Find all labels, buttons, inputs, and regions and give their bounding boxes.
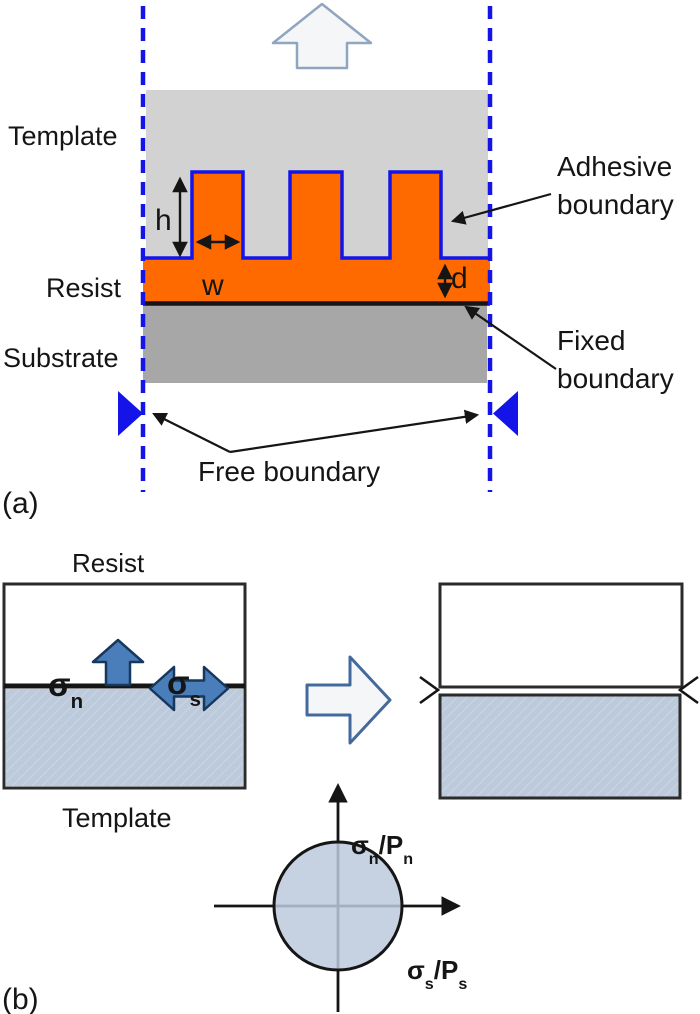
slash-p: /P — [433, 955, 459, 986]
normal-axis-label: σn/Pn — [351, 793, 413, 867]
sigma-s-label: σs — [167, 616, 201, 710]
sigma-n-subscript: n — [70, 689, 84, 713]
separated-resist-box — [438, 582, 684, 689]
separated-template-box — [438, 693, 682, 800]
d-dimension-label: d — [451, 262, 468, 295]
free-boundary-label: Free boundary — [198, 456, 381, 487]
b-template-label: Template — [62, 803, 172, 833]
adhesive-boundary-contour — [143, 170, 490, 260]
panel-b-diagram — [2, 582, 699, 1012]
panel-a-diagram — [118, 2, 557, 492]
substrate-block — [143, 305, 487, 383]
slash-p: /P — [378, 830, 404, 861]
sigma-symbol: σ — [351, 830, 369, 861]
w-dimension-label: w — [202, 269, 224, 302]
axis-s-subscript: s — [458, 974, 468, 993]
sigma-n-label: σn — [48, 618, 83, 712]
resist-label: Resist — [46, 273, 122, 303]
sigma-symbol: σ — [48, 665, 71, 703]
axis-s-subscript: s — [424, 974, 434, 993]
transition-right-arrow-icon — [305, 655, 392, 745]
fixed-boundary-leader-arrow — [464, 305, 557, 370]
free-boundary-right-leader-arrow — [229, 409, 480, 454]
right-constraint-triangle-icon — [493, 391, 518, 436]
failure-criterion-circle — [272, 840, 404, 972]
substrate-label: Substrate — [3, 343, 119, 373]
shear-stress-arrow-icon — [148, 665, 230, 712]
right-crack-tip-icon — [677, 675, 699, 705]
sigma-symbol: σ — [167, 663, 190, 701]
shear-axis-label: σs/Ps — [407, 918, 467, 992]
axis-n-subscript: n — [403, 849, 414, 868]
normal-stress-arrow-icon — [91, 638, 145, 687]
panel-a-tag: (a) — [2, 487, 39, 520]
b-resist-label: Resist — [72, 548, 145, 578]
pull-up-arrow-icon — [271, 2, 373, 70]
panel-b-tag: (b) — [2, 983, 39, 1014]
free-boundary-left-leader-arrow — [152, 413, 231, 453]
left-crack-tip-icon — [419, 675, 441, 705]
left-constraint-triangle-icon — [118, 391, 143, 436]
resist-layer — [143, 172, 490, 302]
sigma-symbol: σ — [407, 955, 425, 986]
h-dimension-label: h — [155, 204, 172, 237]
adhesive-boundary-label: Adhesive boundary — [557, 151, 674, 220]
adhesive-boundary-leader-arrow — [450, 192, 552, 225]
fixed-boundary-label: Fixed boundary — [557, 325, 674, 394]
template-label: Template — [8, 121, 118, 151]
axis-n-subscript: n — [368, 849, 379, 868]
sigma-s-subscript: s — [189, 687, 201, 711]
